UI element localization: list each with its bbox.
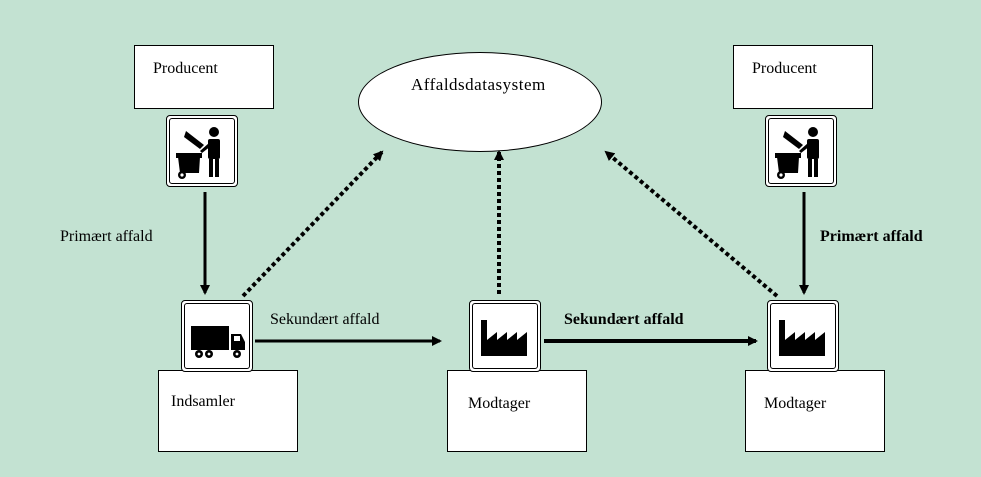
modtager-right-box: Modtager: [745, 370, 885, 452]
producent-left-iconbox: [166, 115, 238, 187]
person-waste-bin-icon: [176, 127, 220, 179]
edge-label-secondary-2: Sekundært affald: [564, 311, 684, 328]
modtager-right-iconbox: [767, 300, 839, 372]
system-label: Affaldsdatasystem: [411, 75, 546, 94]
producent-right-iconbox: [765, 115, 837, 187]
indsamler-box: Indsamler: [158, 370, 298, 452]
indsamler-iconbox: [181, 300, 253, 372]
affaldsdatasystem-ellipse: Affaldsdatasystem: [358, 52, 602, 152]
modtager-middle-label: Modtager: [468, 395, 531, 412]
truck-icon: [191, 326, 245, 358]
producent-right-box: Producent: [733, 45, 873, 109]
arrow-report-indsamler: [241, 150, 384, 298]
factory-icon: [481, 320, 527, 356]
producent-left-box: Producent: [134, 45, 274, 109]
indsamler-label: Indsamler: [171, 393, 235, 410]
edge-label-secondary-1: Sekundært affald: [270, 311, 380, 328]
producent-right-label: Producent: [752, 60, 817, 77]
arrow-report-modtager-right: [604, 150, 779, 298]
producent-left-label: Producent: [153, 60, 218, 77]
person-waste-bin-icon: [775, 127, 819, 179]
modtager-right-label: Modtager: [764, 395, 827, 412]
edge-label-primary-right: Primært affald: [820, 228, 923, 245]
edge-label-primary-left: Primært affald: [60, 228, 153, 245]
modtager-middle-iconbox: [469, 300, 541, 372]
factory-icon: [779, 320, 825, 356]
